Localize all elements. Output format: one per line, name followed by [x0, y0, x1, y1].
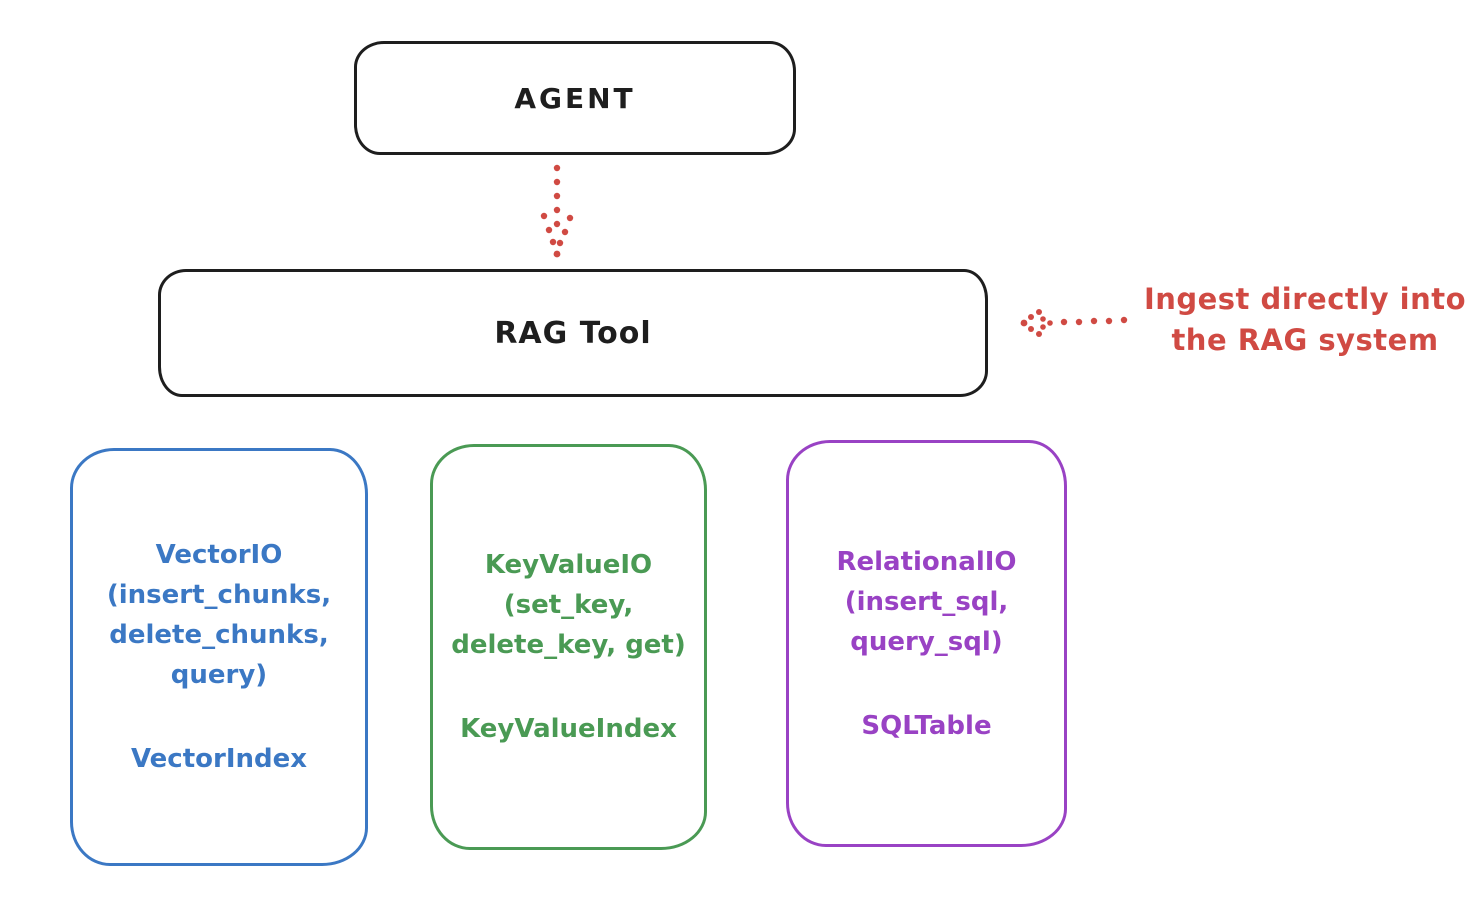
agent-to-rag-dotted-arrow-icon — [540, 164, 574, 258]
vector-io-card: VectorIO (insert_chunks, delete_chunks, … — [70, 448, 368, 866]
ingest-annotation-line1: Ingest directly into — [1143, 282, 1467, 316]
agent-node-label: AGENT — [514, 81, 636, 115]
relational-io-card: RelationalIO (insert_sql, query_sql) SQL… — [786, 440, 1067, 847]
keyvalue-io-card: KeyValueIO (set_key, delete_key, get) Ke… — [430, 444, 707, 850]
keyvalue-index-label: KeyValueIndex — [460, 714, 677, 744]
relational-io-signature: RelationalIO (insert_sql, query_sql) — [836, 546, 1017, 657]
agent-node: AGENT — [354, 41, 796, 155]
rag-tool-node-label: RAG Tool — [494, 315, 652, 351]
sql-table-label: SQLTable — [861, 710, 992, 741]
ingest-annotation-line2: the RAG system — [1171, 323, 1439, 357]
ingest-dotted-arrow-icon — [1020, 309, 1128, 337]
ingest-annotation: Ingest directly into the RAG system — [1140, 279, 1470, 361]
keyvalue-io-signature: KeyValueIO (set_key, delete_key, get) — [451, 550, 686, 660]
vector-index-label: VectorIndex — [130, 744, 308, 774]
rag-tool-node: RAG Tool — [158, 269, 988, 397]
vector-io-signature: VectorIO (insert_chunks, delete_chunks, … — [106, 540, 332, 690]
